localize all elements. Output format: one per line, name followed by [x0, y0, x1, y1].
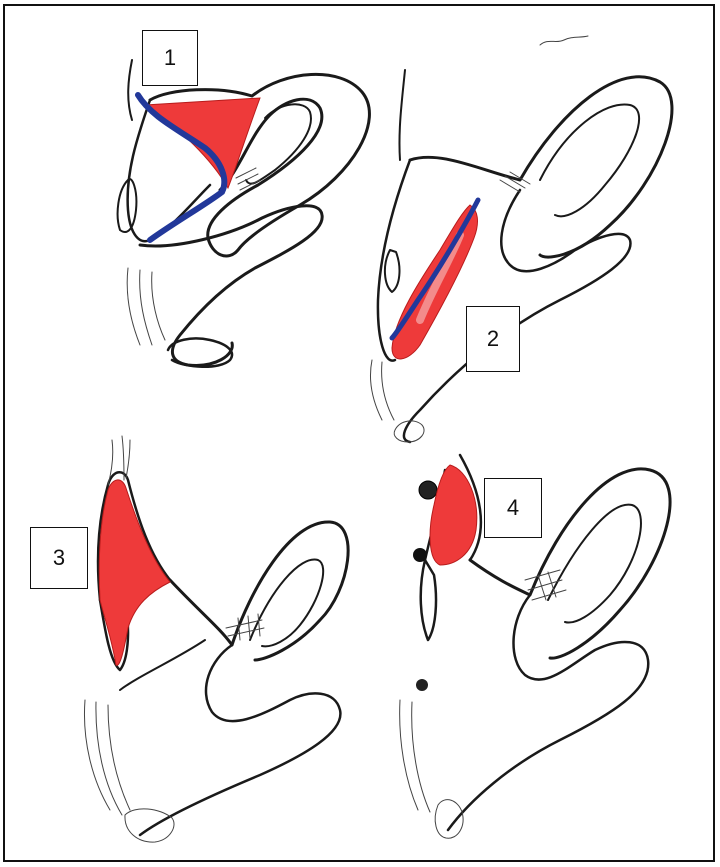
sketch-panel-3: [84, 436, 348, 842]
panel-label-1: 1: [142, 30, 198, 86]
sketch-panel-1: [118, 60, 370, 367]
panel-label-2: 2: [466, 306, 520, 372]
panel-label-4: 4: [484, 478, 542, 538]
panel-label-3: 3: [30, 527, 88, 589]
sketch-panel-2: [370, 36, 672, 442]
